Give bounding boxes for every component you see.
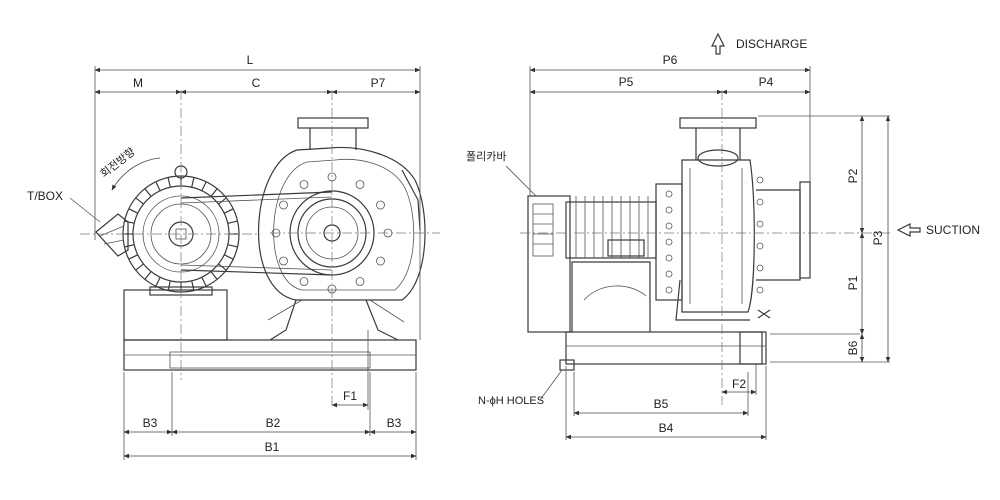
casing-bolt xyxy=(279,256,288,266)
bearing-housing xyxy=(565,201,657,259)
belt-lower xyxy=(180,269,333,276)
dim-B1: B1 xyxy=(265,440,280,454)
motor-fin xyxy=(135,197,144,205)
dim-P6: P6 xyxy=(663,53,678,67)
dim-B2: B2 xyxy=(266,416,281,430)
casing-bolt xyxy=(279,200,288,210)
casing-bolt xyxy=(376,200,385,210)
pulley-cover xyxy=(527,195,571,333)
casing-flange xyxy=(655,183,683,301)
flange-bolt xyxy=(665,238,673,246)
casing-bolt xyxy=(376,256,385,266)
dim-P2: P2 xyxy=(846,168,860,183)
casing-bolt-side xyxy=(756,286,764,294)
casing-bolt xyxy=(299,277,309,286)
motor-fin xyxy=(223,254,234,260)
flange-bolt xyxy=(665,286,673,294)
suction-flange xyxy=(799,181,811,279)
motor-fin xyxy=(155,276,161,287)
flange-bolt xyxy=(665,190,673,198)
pulley-grooves xyxy=(532,203,554,257)
motor-fin xyxy=(144,188,152,197)
flange-bolt xyxy=(665,254,673,262)
casing-bolt-side xyxy=(756,242,764,250)
motor-fin xyxy=(128,208,139,214)
dim-B3-left: B3 xyxy=(143,416,158,430)
motor-fin xyxy=(135,263,144,271)
motor-fin xyxy=(191,280,195,291)
motor-fin xyxy=(223,208,234,214)
motor-fin xyxy=(128,254,139,260)
dim-L: L xyxy=(247,53,254,67)
motor-fin xyxy=(124,220,135,224)
dim-B3-right: B3 xyxy=(387,416,402,430)
discharge-label: DISCHARGE xyxy=(736,37,807,51)
flange-bolt xyxy=(665,270,673,278)
dim-F2: F2 xyxy=(732,377,746,391)
dim-B4: B4 xyxy=(659,421,674,435)
dim-P5: P5 xyxy=(619,75,634,89)
tbox-label: T/BOX xyxy=(27,189,63,203)
motor-fin xyxy=(201,276,207,287)
dim-P7: P7 xyxy=(371,76,386,90)
side-casing xyxy=(675,117,811,365)
motor-fin xyxy=(167,177,171,188)
motor-fin xyxy=(167,280,171,291)
terminal-box xyxy=(95,213,129,257)
motor-fin xyxy=(201,181,207,192)
dim-B5: B5 xyxy=(654,397,669,411)
motor-fin xyxy=(227,220,238,224)
motor-fin xyxy=(227,244,238,248)
motor-fin xyxy=(210,188,218,197)
casing-bolt-side xyxy=(756,176,764,184)
side-base xyxy=(565,331,767,365)
belt-upper xyxy=(180,191,333,199)
casing-bolt-side xyxy=(756,264,764,272)
casing-bolt xyxy=(355,180,365,189)
dim-F1: F1 xyxy=(343,389,357,403)
holes-label: N-ϕH HOLES xyxy=(478,395,544,407)
dim-P3: P3 xyxy=(871,230,885,245)
motor-fin xyxy=(210,271,218,280)
hold-down-lug xyxy=(559,359,575,371)
casing-bolt xyxy=(355,277,365,286)
flange-bolt xyxy=(665,222,673,230)
dim-P1: P1 xyxy=(846,275,860,290)
motor-fin xyxy=(124,244,135,248)
casing-bolt xyxy=(299,180,309,189)
pedestal xyxy=(571,261,651,332)
flange-bolt xyxy=(665,206,673,214)
front-view: L M C P7 F1 B3 B2 B3 B1 T/BOX 회전방향 xyxy=(27,53,440,460)
discharge-arrow-icon xyxy=(711,32,725,55)
dim-M: M xyxy=(133,76,143,90)
suction-label: SUCTION xyxy=(926,223,980,237)
casing-bolt-side xyxy=(756,220,764,228)
pump-casing xyxy=(258,117,426,341)
rotation-label: 회전방향 xyxy=(98,145,138,180)
motor-fin xyxy=(218,263,227,271)
drain-valve xyxy=(757,309,771,319)
motor-fin xyxy=(155,181,161,192)
casing-bolt-side xyxy=(756,198,764,206)
pulley-cover-label: 폴리카바 xyxy=(466,150,506,163)
rotation-arrow xyxy=(111,157,161,191)
dim-C: C xyxy=(252,76,261,90)
motor-fin xyxy=(191,177,195,188)
suction-arrow-icon xyxy=(896,223,921,237)
dim-P4: P4 xyxy=(759,75,774,89)
side-view: P6 P5 P4 P2 P1 B6 P3 F2 B5 B4 DISCHARGE … xyxy=(466,32,980,440)
motor-stand xyxy=(123,289,228,341)
motor-fin xyxy=(144,271,152,280)
dim-B6: B6 xyxy=(846,340,860,355)
